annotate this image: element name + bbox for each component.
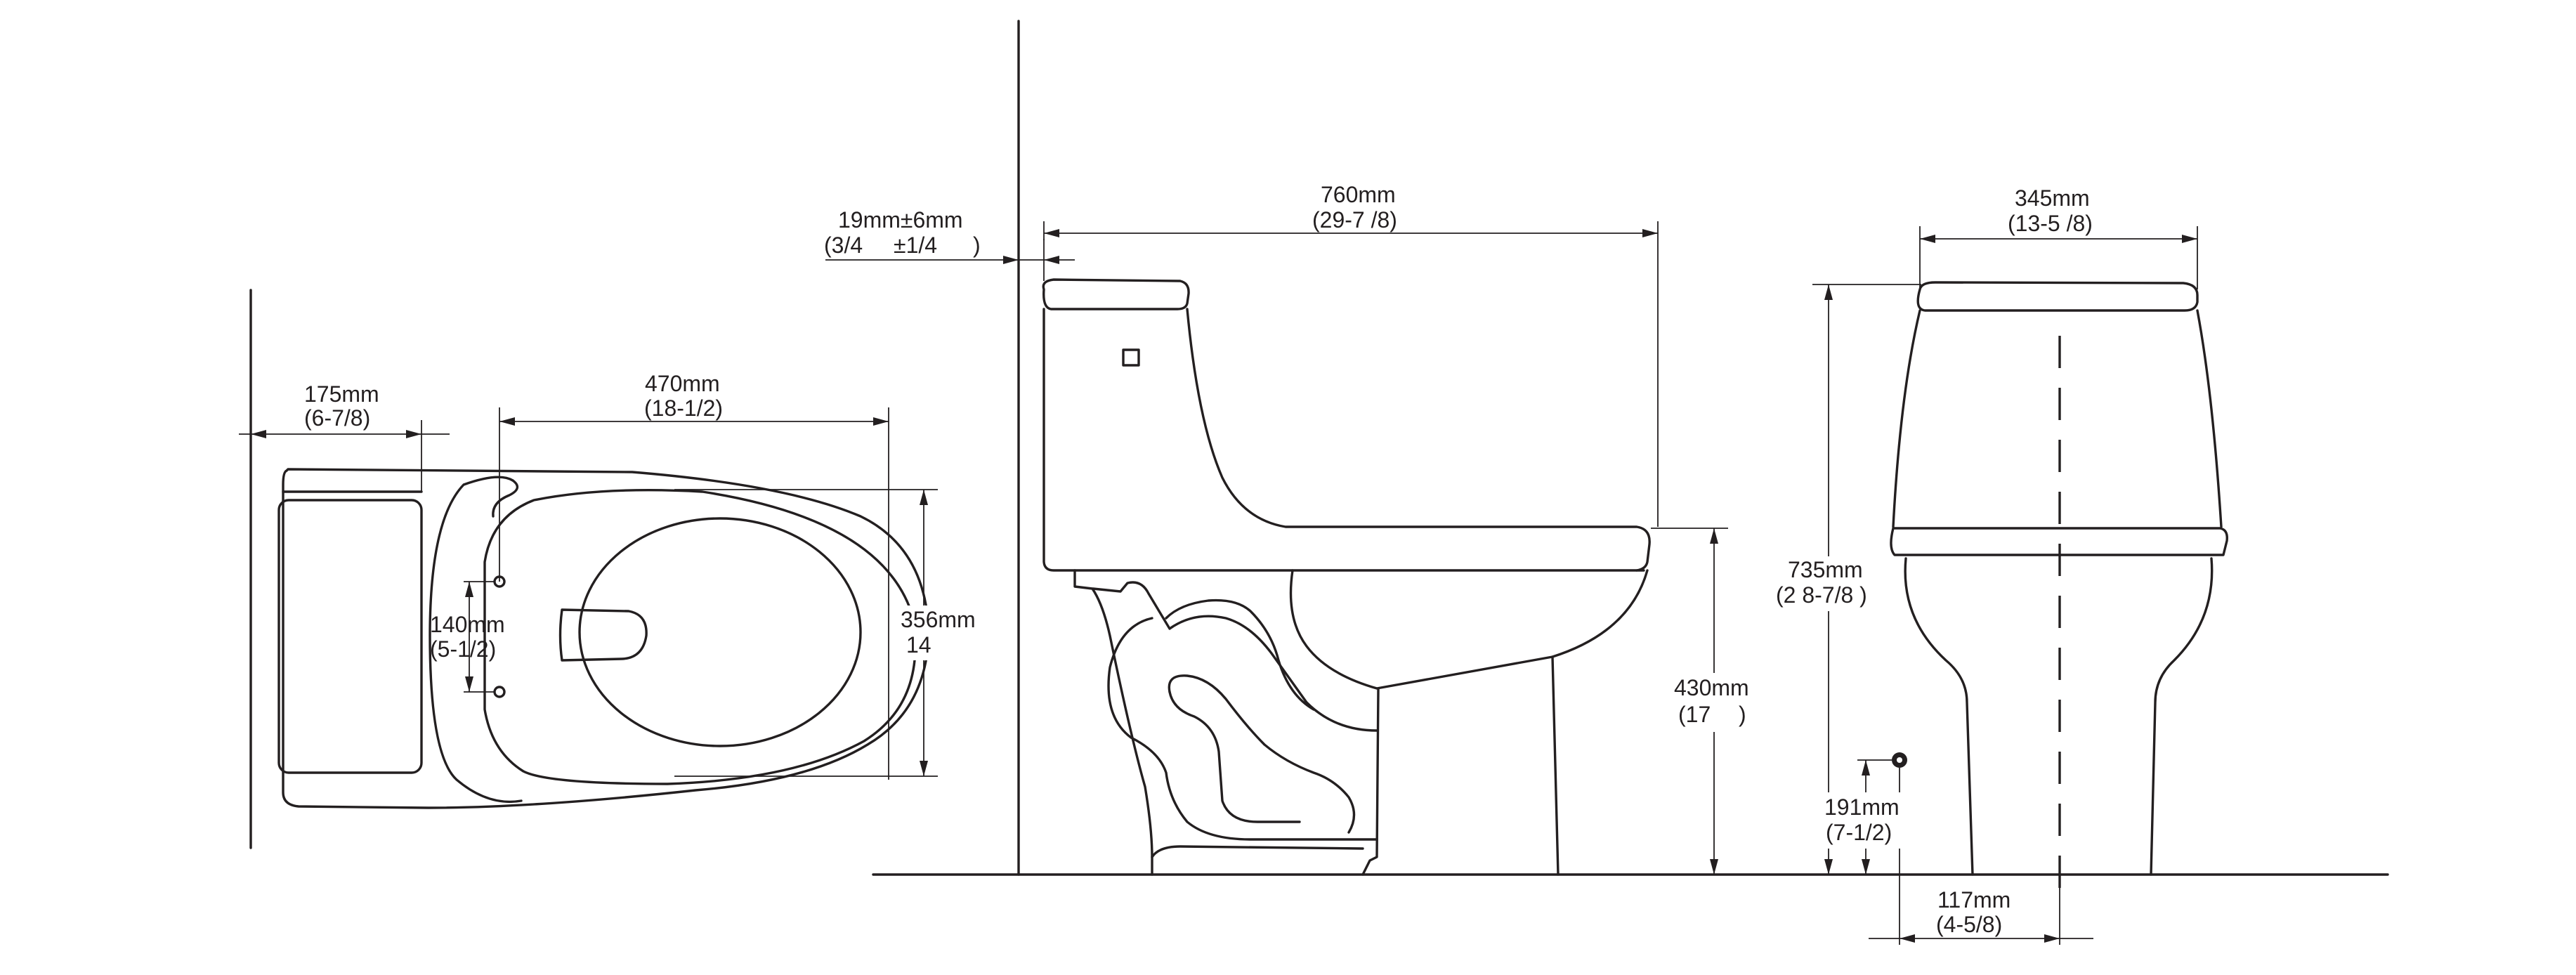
arrow — [499, 417, 515, 426]
arrow — [1044, 229, 1059, 237]
side-seat-height-in-b: ) — [1739, 702, 1746, 727]
side-wall-gap-in-b: ±1/4 — [894, 233, 937, 258]
plan-seat-hinge-tip — [492, 479, 519, 518]
side-wall-gap-in-c: ) — [973, 233, 981, 258]
arrow — [2182, 235, 2197, 243]
front-height-label-bg — [1781, 556, 1886, 611]
side-wall-gap-in-a: (3/4 — [824, 233, 863, 258]
side-trapway-inner — [1168, 674, 1356, 834]
front-width-mm: 345mm — [2015, 185, 2090, 211]
arrow — [1920, 235, 1935, 243]
side-tank-back-curve — [1186, 308, 1651, 572]
front-supply-height-mm: 191mm — [1824, 794, 1900, 820]
plan-width-label-bg — [894, 606, 976, 660]
arrow — [1003, 256, 1019, 264]
front-supply-height-in: (7-1/2) — [1826, 820, 1892, 845]
side-flush-button — [1122, 348, 1140, 367]
arrow — [1044, 256, 1059, 264]
plan-seat-hinge — [429, 476, 523, 804]
front-width-in: (13-5 /8) — [2008, 211, 2093, 236]
side-tank-lid — [1042, 278, 1190, 310]
top-view: 175mm (6-7/8) 470mm (18-1/2) 140mm (5-1/… — [239, 289, 976, 849]
arrow — [2044, 934, 2060, 943]
arrow — [1862, 859, 1870, 875]
side-seat-height-label-bg — [1668, 673, 1760, 732]
side-trapway-mid — [1107, 617, 1378, 841]
arrow — [1900, 934, 1915, 943]
arrow — [1710, 859, 1718, 875]
front-seat — [1890, 527, 2228, 556]
side-view: 19mm±6mm (3/4 ±1/4 ) 760mm (29-7 /8) 430… — [824, 20, 2389, 876]
plan-seat-ring — [483, 489, 917, 785]
side-seat-height-in-a: (17 — [1678, 702, 1711, 727]
plan-outline — [282, 468, 930, 809]
plan-width-mm: 356mm — [901, 607, 976, 632]
arrow — [406, 430, 421, 438]
side-seat-height-mm: 430mm — [1674, 675, 1749, 700]
arrow — [920, 761, 928, 776]
front-view: 345mm (13-5 /8) 735mm (2 8-7/8 ) 191mm (… — [1776, 185, 2228, 945]
arrow — [1862, 760, 1870, 776]
front-supply-label-bg — [1824, 792, 1908, 849]
arrow — [251, 430, 266, 438]
front-tank-body — [1892, 309, 2223, 528]
side-bowl-under — [1289, 569, 1554, 690]
plan-depth-mm: 175mm — [304, 381, 379, 407]
side-base-outline — [1073, 569, 1153, 876]
arrow — [465, 582, 473, 597]
front-supply-inlet-center — [1897, 757, 1902, 763]
arrow — [1710, 528, 1718, 544]
front-height-mm: 735mm — [1788, 557, 1863, 582]
arrow — [1642, 229, 1658, 237]
arrow — [920, 490, 928, 505]
plan-width-in: 14 — [906, 632, 931, 657]
plan-length-in: (18-1/2) — [644, 395, 723, 421]
side-length-in: (29-7 /8) — [1312, 207, 1397, 233]
side-tank-body — [1042, 308, 1645, 572]
side-wall-gap-mm: 19mm±6mm — [838, 207, 963, 233]
front-height-in: (2 8-7/8 ) — [1776, 582, 1867, 608]
side-trapway-outer — [1092, 581, 1378, 732]
plan-drain — [558, 608, 648, 662]
front-supply-offset-in: (4-5/8) — [1936, 912, 2002, 937]
front-supply-offset-mm: 117mm — [1937, 887, 2011, 912]
plan-bolt-spacing-mm: 140mm — [430, 612, 505, 637]
side-trapway-top — [1165, 598, 1315, 711]
plan-bowl-opening — [578, 517, 862, 747]
arrow — [1824, 284, 1833, 300]
side-base-front — [1361, 687, 1380, 876]
arrow — [465, 676, 473, 692]
side-trapway-loop — [1168, 691, 1301, 823]
plan-length-mm: 470mm — [645, 371, 720, 396]
side-length-mm: 760mm — [1321, 182, 1396, 207]
plan-bolt-hole-bottom — [493, 686, 506, 698]
side-bowl-front — [1551, 569, 1649, 876]
arrow — [873, 417, 889, 426]
side-floor-foot — [1151, 845, 1364, 858]
front-bowl — [1904, 557, 2214, 876]
plan-bolt-spacing-in: (5-1/2) — [430, 636, 496, 662]
plan-tank — [277, 499, 423, 774]
arrow — [1824, 859, 1833, 875]
front-tank-lid — [1916, 281, 2199, 312]
plan-depth-in: (6-7/8) — [304, 405, 370, 431]
